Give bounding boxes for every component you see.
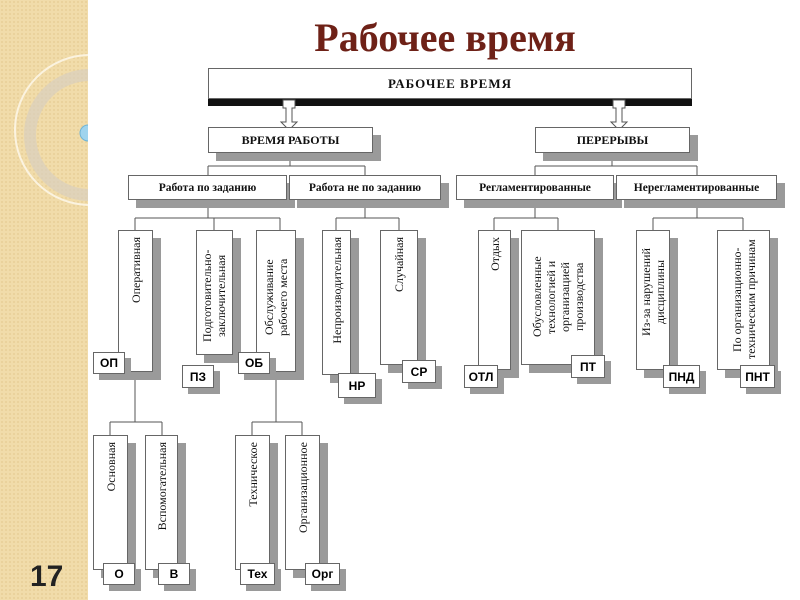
code-pnt: ПНТ xyxy=(740,365,775,388)
box-workplace-service: Обслуживание рабочего места xyxy=(256,230,296,372)
box-work-time: ВРЕМЯ РАБОТЫ xyxy=(208,127,373,153)
box-random: Случайная xyxy=(380,230,418,365)
code-ob: ОБ xyxy=(238,352,270,374)
box-regulated: Регламентированные xyxy=(456,175,614,200)
decorative-side-panel xyxy=(0,0,88,600)
code-teh: Тех xyxy=(240,563,275,585)
box-label: Основная xyxy=(103,442,118,492)
box-breaks: ПЕРЕРЫВЫ xyxy=(535,127,690,153)
code-pt: ПТ xyxy=(571,355,605,378)
box-unregulated: Нерегламентированные xyxy=(616,175,777,200)
box-technical: Техническое xyxy=(235,435,270,570)
page-number: 17 xyxy=(30,560,64,593)
slide-title: Рабочее время xyxy=(314,15,576,60)
code-sr: СР xyxy=(402,360,436,383)
box-label: Обусловленные технологией и организацией… xyxy=(530,256,586,338)
box-unproductive: Непроизводительная xyxy=(322,230,351,375)
box-operative: Оперативная xyxy=(118,230,153,372)
code-org: Орг xyxy=(305,563,340,585)
code-op: ОП xyxy=(93,352,125,374)
box-label: Организационное xyxy=(295,442,310,533)
box-label: Случайная xyxy=(392,237,406,293)
code-pz: ПЗ xyxy=(182,365,214,388)
code-pnd: ПНД xyxy=(663,365,700,388)
decorative-circles xyxy=(14,54,88,206)
box-work-on-task: Работа по заданию xyxy=(128,175,287,200)
box-label: Из-за нарушений дисциплины xyxy=(639,248,667,336)
box-label: Оперативная xyxy=(128,237,143,304)
box-technological: Обусловленные технологией и организацией… xyxy=(521,230,595,365)
box-rest: Отдых xyxy=(478,230,511,370)
box-auxiliary: Вспомогательная xyxy=(145,435,178,570)
box-organizational: Организационное xyxy=(285,435,320,570)
box-main: Основная xyxy=(93,435,128,570)
root-box-working-time: РАБОЧЕЕ ВРЕМЯ xyxy=(208,68,692,99)
box-label: Техническое xyxy=(245,442,260,507)
box-discipline: Из-за нарушений дисциплины xyxy=(636,230,670,370)
box-org-technical: По организационно-техническим причинам xyxy=(717,230,770,370)
box-label: Обслуживание рабочего места xyxy=(262,258,290,336)
box-preparatory: Подготовительно-заключительная xyxy=(196,230,233,355)
code-o: О xyxy=(103,563,135,585)
code-v: В xyxy=(158,563,190,585)
box-label: Подготовительно-заключительная xyxy=(199,249,228,342)
box-label: Вспомогательная xyxy=(154,442,169,531)
box-label: Непроизводительная xyxy=(329,237,344,344)
box-work-off-task: Работа не по заданию xyxy=(289,175,441,200)
box-label: Отдых xyxy=(487,237,502,271)
code-nr: НР xyxy=(338,373,376,398)
code-otl: ОТЛ xyxy=(464,365,498,388)
box-label: По организационно-техническим причинам xyxy=(729,239,758,360)
